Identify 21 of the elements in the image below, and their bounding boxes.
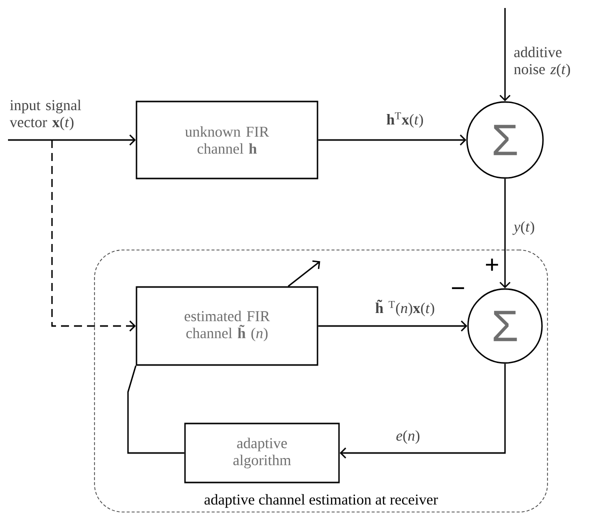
process-box: estimated FIR channel h̃(n) (136, 286, 318, 366)
process-box: adaptive algorithm (184, 422, 340, 484)
edge-label: h̃$^{T}$(n)x(t) (376, 300, 434, 316)
arrow (340, 364, 506, 458)
summing-junction: Σ (466, 101, 544, 179)
edge-label: h$^{T}$x(t) (386, 112, 423, 128)
arrow (500, 8, 510, 102)
arrow (318, 320, 468, 332)
arrow (8, 134, 136, 146)
edge-label: y(t) (512, 221, 534, 235)
edge-label: input signal vector x(t) (10, 100, 82, 130)
plus-sign: + (486, 258, 498, 271)
edge-label: additive noise z(t) (514, 46, 570, 78)
process-box: unknown FIR channel h (136, 100, 318, 180)
summing-junction: Σ (467, 288, 543, 364)
edge-label: e(n) (396, 430, 420, 444)
minus-sign: − (452, 287, 464, 290)
arrow (318, 134, 466, 146)
arrow (51, 140, 136, 332)
arrow (500, 178, 510, 288)
arrow (288, 260, 320, 287)
